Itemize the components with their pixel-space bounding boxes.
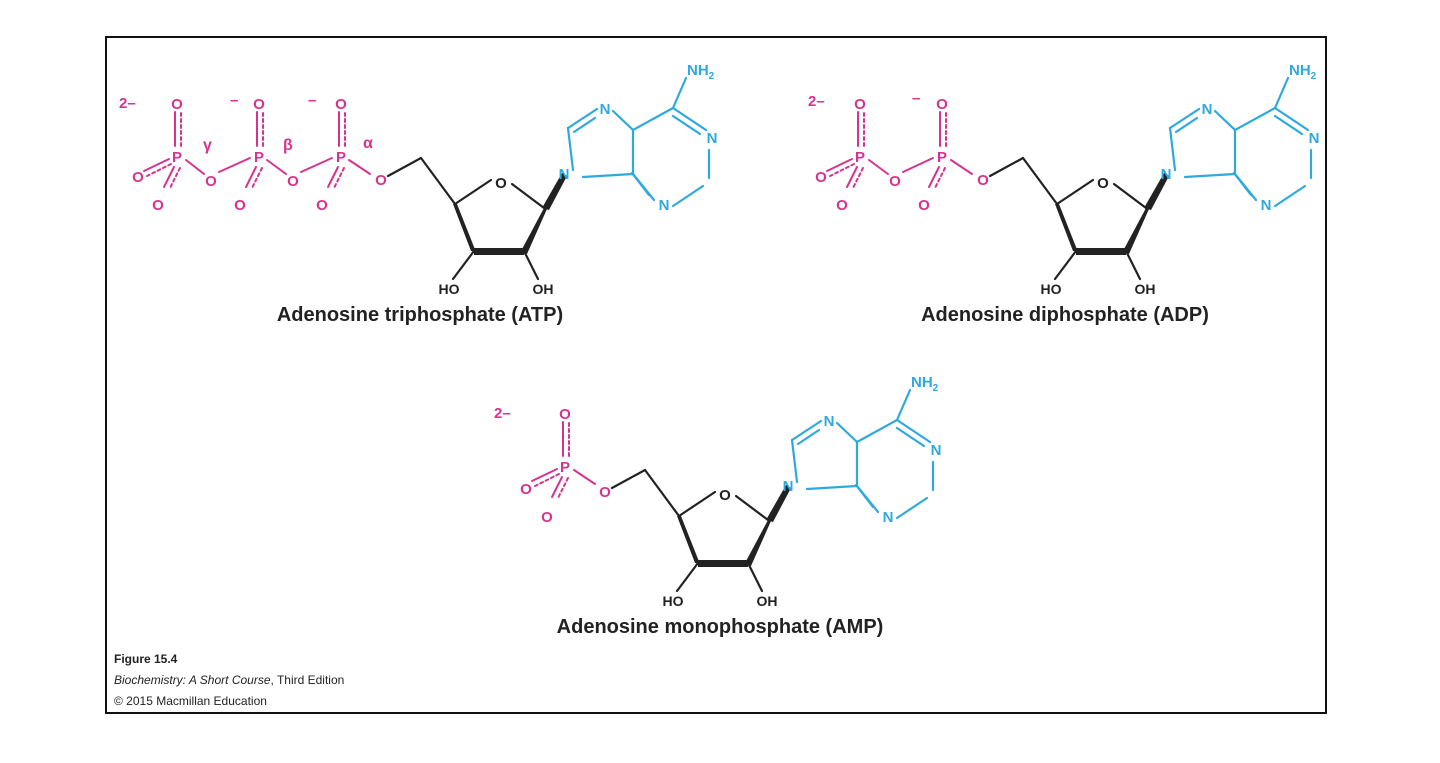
atp-name: Adenosine triphosphate (ATP)	[277, 304, 563, 326]
svg-text:O: O	[152, 197, 164, 214]
svg-text:O: O	[541, 509, 553, 526]
amp-charge: 2–	[494, 405, 511, 422]
book-citation: Biochemistry: A Short Course, Third Edit…	[114, 673, 344, 687]
atp-gamma-label: γ	[203, 137, 212, 154]
svg-text:O: O	[234, 197, 246, 214]
figure-number: Figure 15.4	[114, 652, 178, 666]
svg-text:O: O	[287, 173, 299, 190]
adp-name: Adenosine diphosphate (ADP)	[921, 304, 1209, 326]
svg-text:O: O	[918, 197, 930, 214]
svg-text:O: O	[132, 169, 144, 186]
svg-text:O: O	[253, 96, 265, 113]
amp-molecule: 2– O O Adenosine monophosphate (AMP)	[494, 372, 943, 638]
svg-text:O: O	[205, 173, 217, 190]
atp-alpha-label: α	[363, 135, 373, 152]
svg-text:O: O	[316, 197, 328, 214]
atp-molecule: 2– O O O P O O O	[119, 60, 719, 326]
adp-charge: 2–	[808, 93, 825, 110]
atp-beta-label: β	[283, 137, 293, 154]
adp-molecule: 2– O O O P O O – Adenosine diphosphate (…	[808, 60, 1321, 326]
amp-name: Adenosine monophosphate (AMP)	[557, 616, 884, 638]
svg-text:O: O	[520, 481, 532, 498]
atp-minus-2: –	[308, 92, 316, 109]
book-edition: , Third Edition	[270, 673, 345, 687]
svg-text:O: O	[889, 173, 901, 190]
copyright-notice: © 2015 Macmillan Education	[114, 694, 267, 708]
svg-text:P: P	[254, 149, 264, 166]
atp-charge: 2–	[119, 95, 136, 112]
svg-text:O: O	[836, 197, 848, 214]
svg-text:O: O	[936, 96, 948, 113]
svg-text:P: P	[937, 149, 947, 166]
atp-minus-1: –	[230, 92, 238, 109]
svg-text:P: P	[336, 149, 346, 166]
svg-text:O: O	[815, 169, 827, 186]
svg-text:O: O	[335, 96, 347, 113]
book-title: Biochemistry: A Short Course	[114, 673, 271, 687]
adp-minus-1: –	[912, 90, 920, 107]
figure-frame	[105, 36, 1327, 714]
